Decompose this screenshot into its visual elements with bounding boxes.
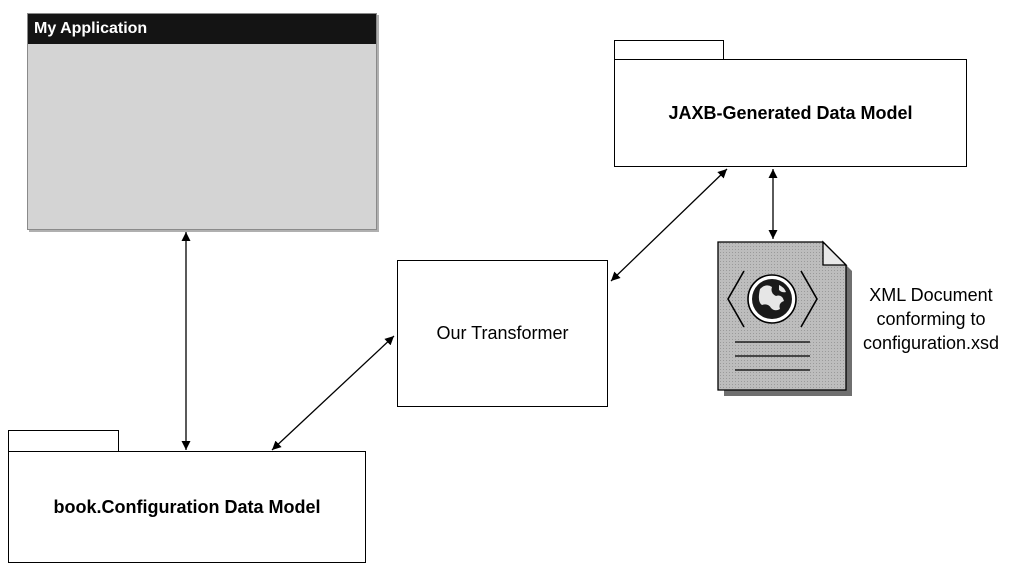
jaxb-package: JAXB-Generated Data Model <box>614 59 967 167</box>
jaxb-package-label: JAXB-Generated Data Model <box>668 102 913 123</box>
book-configuration-package: book.Configuration Data Model <box>8 451 366 563</box>
xml-caption-line-3: configuration.xsd <box>862 333 1000 353</box>
my-application-window: My Application <box>27 13 377 230</box>
xml-caption-line-2: conforming to <box>876 309 986 329</box>
app-window-title: My Application <box>28 14 376 44</box>
arrow-book-to-transformer <box>271 335 395 451</box>
transformer-label: Our Transformer <box>436 323 569 343</box>
xml-document-globe-icon <box>717 240 852 396</box>
arrow-transformer-to-jaxb <box>610 168 728 282</box>
book-package-label: book.Configuration Data Model <box>53 496 321 517</box>
transformer-box: Our Transformer <box>397 260 608 407</box>
xml-document-caption: XML Document conforming to configuration… <box>838 283 1024 355</box>
xml-caption-line-1: XML Document <box>869 285 993 305</box>
